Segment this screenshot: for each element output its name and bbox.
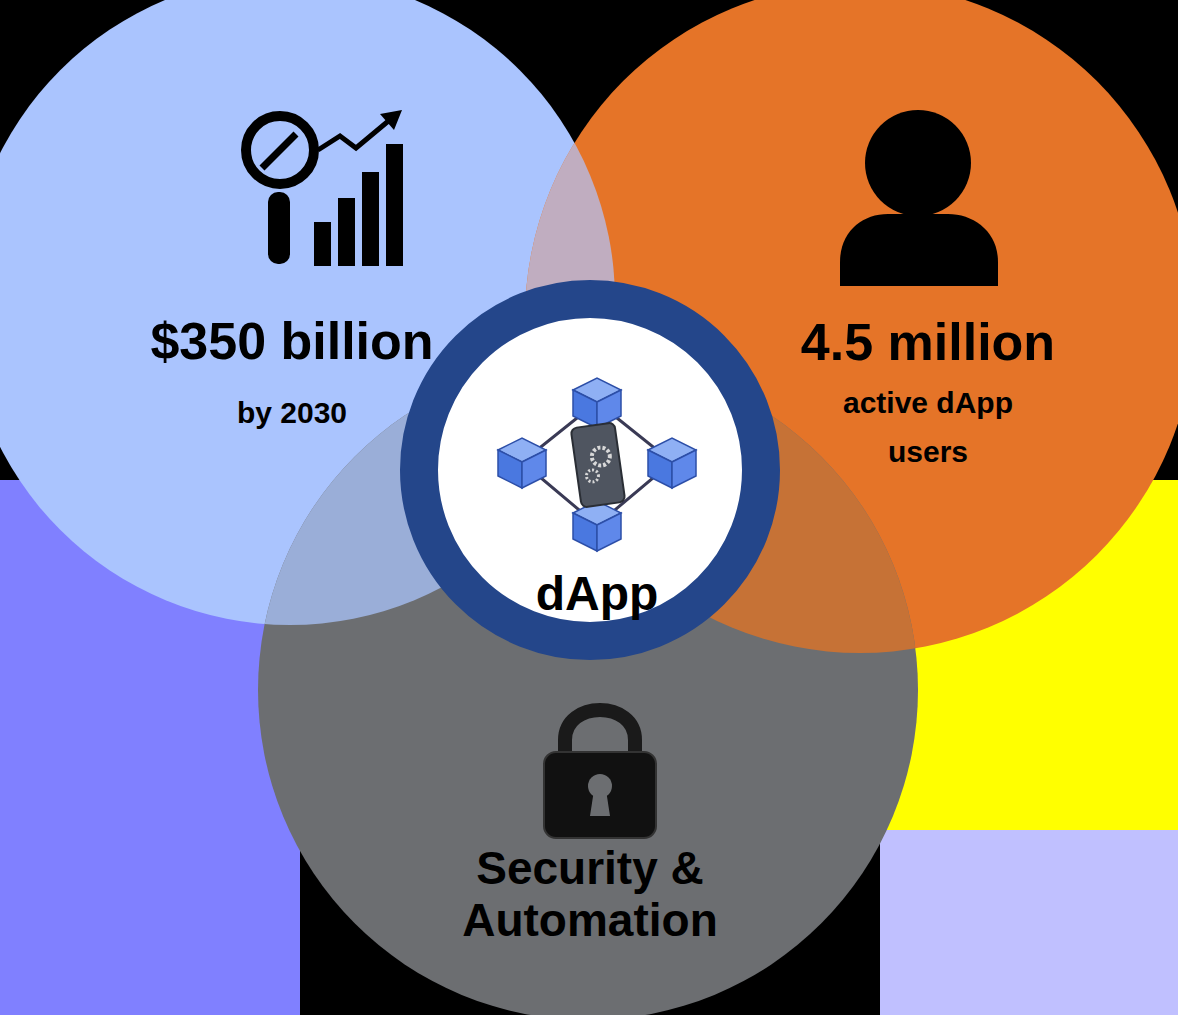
backdrop-patch xyxy=(880,830,1178,1015)
circle-outline xyxy=(259,361,917,1015)
chart-bar xyxy=(338,198,355,266)
hub-label: dApp xyxy=(467,566,727,621)
trend-arrowhead xyxy=(380,110,402,130)
chart-bar xyxy=(362,172,379,266)
security-circle: Security & Automation xyxy=(258,360,918,1015)
hub-circle xyxy=(419,299,761,641)
magnifier-handle xyxy=(268,192,290,264)
user-body xyxy=(840,214,998,286)
trend-line xyxy=(318,118,392,150)
dapp-hub: dApp xyxy=(400,280,780,660)
user-head xyxy=(865,110,971,216)
phone-icon xyxy=(571,422,626,507)
lock-icon xyxy=(544,710,656,838)
magnifier-lens xyxy=(246,116,314,184)
magnifier-glare xyxy=(262,134,296,168)
growth-icon xyxy=(246,110,403,266)
security-circle xyxy=(258,360,918,1015)
feature-label: Security & Automation xyxy=(418,843,763,947)
block-cube xyxy=(573,501,621,551)
chart-bar xyxy=(314,222,331,266)
stat-caption: by 2030 xyxy=(142,395,442,431)
user-icon xyxy=(840,110,998,286)
block-cube xyxy=(648,438,696,488)
lock-keyhole xyxy=(590,790,610,816)
lock-body xyxy=(544,752,656,838)
chart-bar xyxy=(386,144,403,266)
block-cube xyxy=(498,438,546,488)
stat-value: $350 billion xyxy=(82,312,502,372)
dapp-network-icon xyxy=(498,378,696,551)
overlap-region xyxy=(258,360,918,1015)
stat-caption: active dApp users xyxy=(811,379,1046,477)
block-cube xyxy=(573,378,621,428)
stat-value: 4.5 million xyxy=(718,313,1138,373)
overlap-region xyxy=(258,360,918,1015)
